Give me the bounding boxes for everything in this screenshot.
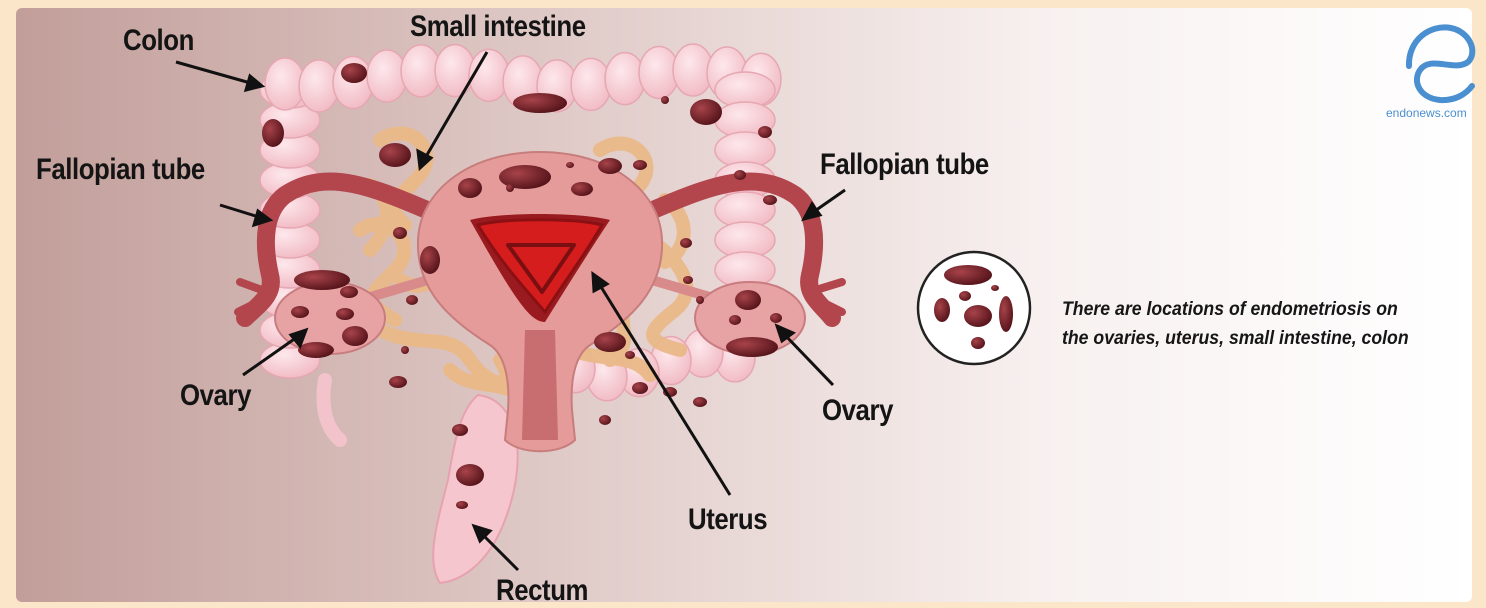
endometriosis-lesion	[625, 351, 635, 359]
endometriosis-lesion	[336, 308, 354, 320]
label-colon: Colon	[123, 24, 194, 58]
endometriosis-lesion	[499, 165, 551, 189]
endometriosis-lesion	[420, 246, 440, 274]
endometriosis-lesion	[401, 346, 409, 354]
label-rectum: Rectum	[496, 574, 588, 608]
caption-text: There are locations of endometriosis on …	[1062, 295, 1462, 353]
lesion-inset-circle	[918, 252, 1030, 364]
label-fallopian-tube-left: Fallopian tube	[36, 153, 205, 187]
endometriosis-lesion	[734, 170, 746, 180]
left-ovary	[275, 282, 385, 354]
endometriosis-lesion	[506, 184, 514, 192]
endometriosis-lesion	[632, 382, 648, 394]
endometriosis-lesion	[661, 96, 669, 104]
endometriosis-lesion	[696, 296, 704, 304]
endometriosis-lesion	[456, 464, 484, 486]
endometriosis-lesion	[633, 160, 647, 170]
label-ovary-left: Ovary	[180, 379, 251, 413]
endometriosis-lesion	[598, 158, 622, 174]
endometriosis-lesion	[690, 99, 722, 125]
endometriosis-lesion	[693, 397, 707, 407]
endometriosis-lesion	[758, 126, 772, 138]
endometriosis-lesion	[342, 326, 368, 346]
caption-line-2: the ovaries, uterus, small intestine, co…	[1062, 324, 1462, 353]
endometriosis-lesion	[726, 337, 778, 357]
endometriosis-lesion	[729, 315, 741, 325]
endometriosis-lesion	[298, 342, 334, 358]
endometriosis-lesion	[456, 501, 468, 509]
endometriosis-lesion	[458, 178, 482, 198]
endometriosis-lesion	[291, 306, 309, 318]
endometriosis-lesion	[340, 286, 358, 298]
endometriosis-lesion	[571, 182, 593, 196]
endometriosis-lesion	[594, 332, 626, 352]
label-ovary-right: Ovary	[822, 394, 893, 428]
endometriosis-lesion	[389, 376, 407, 388]
endometriosis-lesion	[406, 295, 418, 305]
endometriosis-lesion	[763, 195, 777, 205]
endometriosis-lesion	[341, 63, 367, 83]
logo-site-text: endonews.com	[1386, 106, 1467, 120]
endometriosis-lesion	[452, 424, 468, 436]
endometriosis-lesion	[680, 238, 692, 248]
endometriosis-lesion	[683, 276, 693, 284]
label-small-intestine: Small intestine	[410, 10, 586, 44]
endometriosis-lesion	[513, 93, 567, 113]
label-uterus: Uterus	[688, 503, 767, 537]
endometriosis-lesion	[735, 290, 761, 310]
endometriosis-lesion	[393, 227, 407, 239]
endometriosis-lesion	[294, 270, 350, 290]
label-fallopian-tube-right: Fallopian tube	[820, 148, 989, 182]
endometriosis-lesion	[379, 143, 411, 167]
endometriosis-lesion	[770, 313, 782, 323]
endometriosis-lesion	[599, 415, 611, 425]
caption-line-1: There are locations of endometriosis on	[1062, 295, 1462, 324]
endometriosis-lesion	[566, 162, 574, 168]
endometriosis-lesion	[262, 119, 284, 147]
